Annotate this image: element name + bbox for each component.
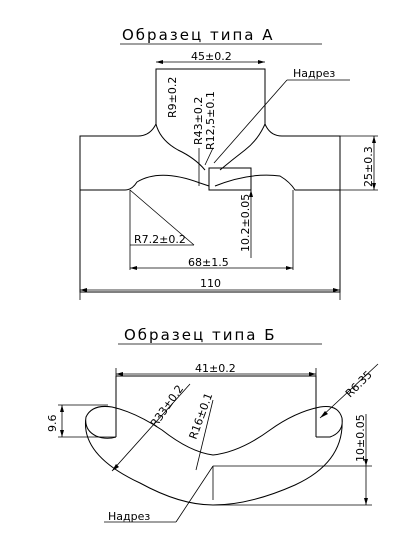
notch-box-a <box>208 167 252 191</box>
top-block-b <box>115 375 317 437</box>
dim-total-a: 110 <box>200 277 221 290</box>
dim-depth-b: 10±0.05 <box>354 414 367 462</box>
dim-base-a: 68±1.5 <box>188 256 229 269</box>
notch-leader-b <box>175 465 214 523</box>
r12-leader-a <box>204 147 214 166</box>
notch-label-a: Надрез <box>293 67 335 80</box>
dim-r7-a: R7.2±0.2 <box>134 233 186 246</box>
r16-leader-b <box>195 399 214 471</box>
specimen-type-b: Образец типа Б 41±0.2 R6.35 9.6 R33±0.2 … <box>46 326 379 523</box>
dim-side-b: 9.6 <box>46 415 59 433</box>
dim-r6-b: R6.35 <box>343 368 375 400</box>
dim-r43-a: R43±0.2 <box>192 97 205 145</box>
notch-label-b: Надрез <box>108 510 150 523</box>
title-type-b: Образец типа Б <box>124 326 277 344</box>
dim-r16-b: R16±0.1 <box>187 391 216 441</box>
dim-r12-a: R12,5±0.1 <box>204 91 217 150</box>
r6-leader-b <box>319 363 379 419</box>
outline-type-b <box>84 406 343 506</box>
r7-leader-a <box>129 189 195 246</box>
r33-leader-b <box>111 383 191 472</box>
dim-notch-depth-a: 10.2±0.05 <box>239 194 252 252</box>
notch-leader-a <box>213 79 288 164</box>
dim-r33-b: R33±0.2 <box>148 383 186 430</box>
dim-top-width-a: 45±0.2 <box>191 50 232 63</box>
specimen-type-a: Образец типа А 45±0.2 Надрез R9±0.2 R43±… <box>79 26 378 300</box>
dim-height-a: 25±0.3 <box>362 146 375 187</box>
lower-profile-a <box>80 174 340 191</box>
dim-top-width-b: 41±0.2 <box>195 362 236 375</box>
neck-curves-a <box>155 123 266 171</box>
title-type-a: Образец типа А <box>122 26 274 44</box>
dim-r9-a: R9±0.2 <box>166 77 179 118</box>
